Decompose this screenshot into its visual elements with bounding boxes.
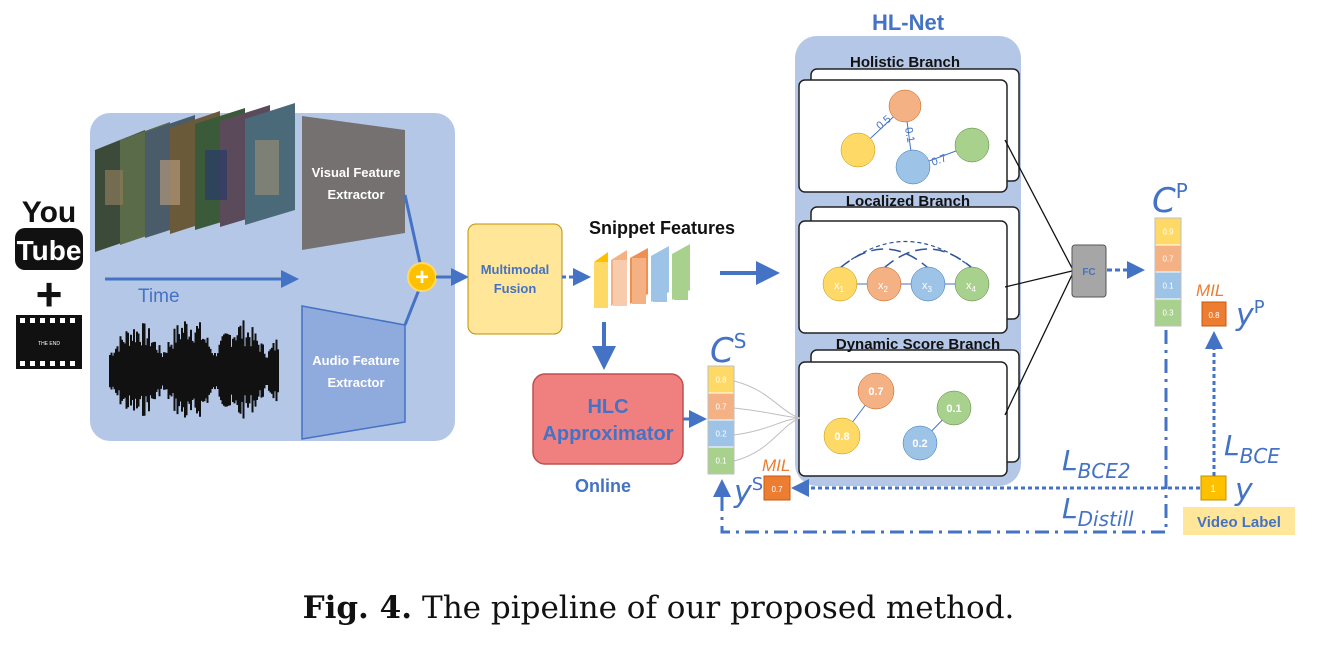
cp-vector: 0.9 0.7 0.1 0.3 [1154,217,1182,327]
hlc-approximator-box [532,373,684,465]
cp-outline [1154,217,1182,327]
caption-text: The pipeline of our proposed method. [422,590,1015,626]
holistic-graph: 0.5 0.1 0.7 [840,89,990,185]
cs-value: 0.8 [715,376,727,385]
fusion-label-1: Multimodal [481,262,550,277]
svg-text:0.1: 0.1 [946,403,961,415]
cp-cell [1154,298,1182,327]
dynamic-to-fc [1004,274,1073,416]
fc-label: FC [1082,267,1095,278]
cs-value: 0.7 [715,403,727,412]
cs-label: CS [710,329,746,371]
cs-outline [707,365,735,475]
fusion-label-2: Fusion [494,281,537,296]
multimodal-fusion-box [467,223,563,335]
svg-text:x1: x1 [834,280,845,294]
audio-extractor-label-2: Extractor [327,375,384,390]
input-plus-icon: + [36,268,63,320]
video-y-label: y [1234,473,1254,508]
fc-box [1071,244,1107,298]
visual-extractor-label-1: Visual Feature [312,165,401,180]
video-frames [95,103,295,252]
video-label-box [1183,507,1295,535]
svg-text:0.7: 0.7 [868,386,883,398]
youtube-logo: You Tube [15,196,83,270]
film-icon: THE END [16,315,82,369]
cs-to-branch-curves [733,380,801,462]
online-label: Online [575,476,631,496]
cp-cell [1154,244,1182,273]
svg-text:You: You [22,196,76,229]
l-bce-label: LBCE [1224,429,1280,468]
localized-card [798,220,1008,334]
holistic-to-fc [1004,139,1073,269]
cs-value: 0.1 [715,457,727,466]
cp-value: 0.3 [1162,309,1174,318]
svg-text:x2: x2 [878,280,889,294]
svg-text:0.8: 0.8 [834,431,849,443]
caption-prefix: Fig. 4. [302,590,413,626]
dynamic-card [798,361,1008,477]
ys-label: yS [733,474,763,510]
mil-s-box [763,475,791,501]
cs-vector: 0.8 0.7 0.2 0.1 [707,365,735,475]
svg-text:Tube: Tube [17,235,82,266]
snippet-features-label: Snippet Features [589,218,735,238]
svg-text:0.1: 0.1 [902,126,916,143]
mil-s-label: MIL [762,456,790,475]
mil-p-label: MIL [1196,281,1224,300]
cp-value: 0.7 [1162,255,1174,264]
cs-value: 0.2 [715,430,727,439]
visual-extractor [302,116,405,250]
distill-path [713,330,1168,534]
video-label-text: Video Label [1197,514,1281,531]
audio-waveform [109,320,279,419]
localized-to-fc [1004,270,1073,288]
snippet-features-stack [594,244,690,308]
sum-plus-icon: + [415,264,429,291]
hlnet-title: HL-Net [872,10,945,35]
visual-extractor-label-2: Extractor [327,187,384,202]
time-label: Time [138,286,180,307]
hlc-label-1: HLC [587,396,628,418]
mil-p-value: 0.8 [1208,311,1220,320]
video-label-value: 1 [1210,484,1216,495]
svg-text:0.2: 0.2 [912,438,927,450]
holistic-title: Holistic Branch [850,54,960,71]
localized-title: Localized Branch [846,193,970,210]
l-bce2-label: LBCE2 [1062,444,1131,483]
figure-caption: Fig. 4.The pipeline of our proposed meth… [0,590,1317,626]
svg-text:0.7: 0.7 [930,152,948,169]
visual-to-sum [403,194,424,273]
cp-label: CP [1152,179,1188,221]
audio-extractor [301,305,406,440]
dynamic-graph: 0.7 0.8 0.1 0.2 [823,372,972,461]
audio-extractor-label-1: Audio Feature [312,353,399,368]
svg-text:x3: x3 [922,280,933,294]
dynamic-title: Dynamic Score Branch [836,336,1000,353]
cp-value: 0.9 [1162,228,1174,237]
l-distill-label: LDistill [1062,492,1134,531]
video-label-value-box [1200,475,1227,501]
mil-s-value: 0.7 [771,485,783,494]
localized-graph: x1 x2 x3 x4 [822,241,990,302]
cp-value: 0.1 [1162,282,1174,291]
mil-p-box [1201,301,1227,327]
yp-label: yP [1235,297,1265,333]
svg-text:x4: x4 [966,280,977,294]
svg-text:THE END: THE END [38,341,60,347]
hlc-label-2: Approximator [542,423,673,445]
